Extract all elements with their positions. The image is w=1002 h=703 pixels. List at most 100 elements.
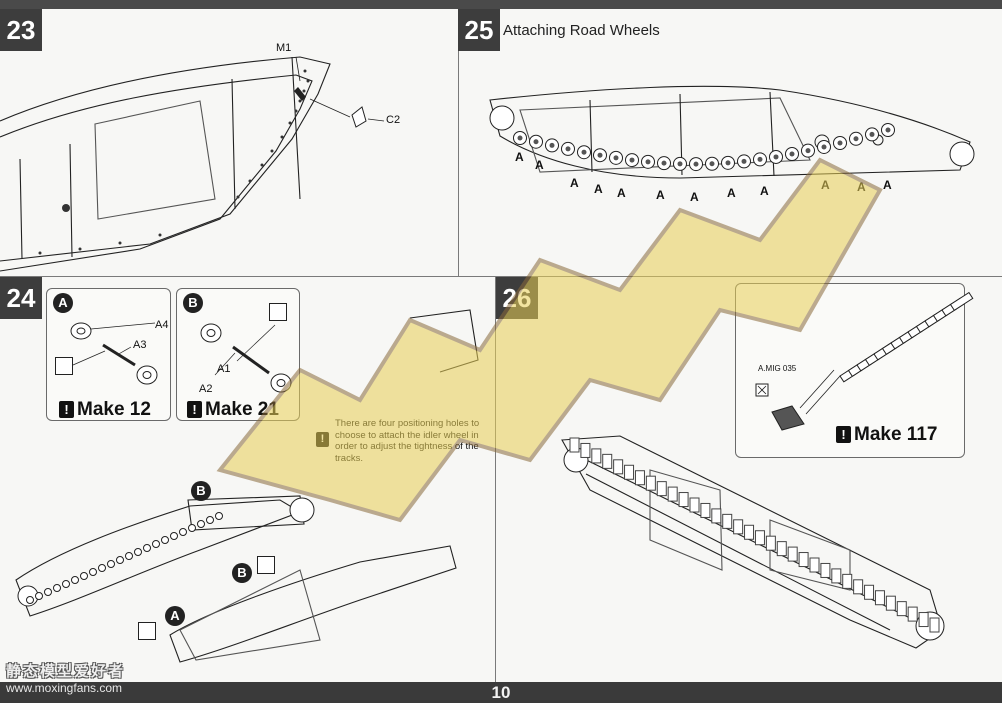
track-link [874, 590, 885, 606]
track-link [602, 453, 613, 469]
exclamation-icon: ! [59, 401, 74, 418]
track-link [569, 437, 580, 453]
track-link [907, 606, 918, 622]
road-wheel-hub [565, 146, 571, 152]
track-link [125, 552, 133, 560]
subassembly-a-make-text: Make 12 [77, 399, 151, 420]
step-24-number: 24 [0, 277, 42, 319]
track-link [624, 464, 635, 480]
road-wheel-part-label: A [656, 188, 665, 202]
track-link [134, 548, 142, 556]
track-link [842, 573, 853, 589]
road-wheel-hub [757, 156, 763, 162]
track-link [656, 481, 667, 497]
track-link [80, 572, 88, 580]
track-link [26, 596, 34, 604]
track-link [700, 502, 711, 518]
track-link [215, 512, 223, 520]
track-link [143, 544, 151, 552]
subassembly-a-make: !Make 12 [59, 399, 151, 421]
subassembly-a-drawing [70, 322, 158, 385]
road-wheel-row [513, 123, 895, 172]
track-link [929, 617, 940, 633]
road-wheel-hub [741, 158, 747, 164]
road-wheel-hub [821, 144, 827, 150]
top-strip [0, 0, 1002, 9]
road-wheel-hub [837, 140, 843, 146]
road-wheel-part-label: A [727, 186, 736, 200]
road-wheel-hub [709, 161, 715, 167]
road-wheel-hub [661, 160, 667, 166]
track-link [918, 612, 929, 628]
track-link [197, 520, 205, 528]
watermark-brand-cn: 静态模型爱好者 [6, 663, 126, 680]
subassembly-a-part-a4: A4 [155, 319, 169, 331]
road-wheel-hub [853, 136, 859, 142]
road-wheel-hub [581, 149, 587, 155]
track-strip [839, 291, 974, 383]
track-links [569, 437, 940, 633]
road-wheel-hub [629, 157, 635, 163]
track-link [765, 535, 776, 551]
road-wheel-hub [789, 151, 795, 157]
road-wheel-hub [549, 142, 555, 148]
step-26-number: 26 [496, 277, 538, 319]
track-link [116, 556, 124, 564]
road-wheel-hub [645, 159, 651, 165]
track-link [896, 601, 907, 617]
track-link [645, 475, 656, 491]
track-link [733, 519, 744, 535]
road-wheel-hub [725, 160, 731, 166]
step-25-number: 25 [458, 9, 500, 51]
road-wheel-part-label: A [570, 176, 579, 190]
callout-b-2: B [232, 563, 252, 583]
step-23-hull-drawing [0, 56, 385, 272]
track-link [820, 562, 831, 578]
road-wheel-hub [693, 161, 699, 167]
road-wheel-hub [885, 127, 891, 133]
subassembly-a-badge: A [53, 293, 73, 313]
road-wheel-part-label: A [760, 184, 769, 198]
subassembly-b-badge: B [183, 293, 203, 313]
road-wheel-hub [517, 135, 523, 141]
track-link [667, 486, 678, 502]
track-link [853, 579, 864, 595]
track-link [678, 492, 689, 508]
track-link [689, 497, 700, 513]
footer-bar [0, 682, 1002, 703]
step-23-number: 23 [0, 9, 42, 51]
track-link [161, 536, 169, 544]
track-link [722, 513, 733, 529]
step-24-assembly-drawing [15, 309, 479, 663]
track-link [754, 530, 765, 546]
track-link [613, 459, 624, 475]
track-links [26, 512, 223, 604]
step-23-part-m1: M1 [276, 42, 292, 54]
road-wheel-part-label: A [515, 150, 524, 164]
road-wheel-part-label: A [594, 182, 603, 196]
track-link [107, 560, 115, 568]
road-wheel-hub [597, 152, 603, 158]
paint-code: A.MIG 035 [758, 364, 797, 373]
track-link [206, 516, 214, 524]
track-link [35, 592, 43, 600]
track-link [53, 584, 61, 592]
exclamation-icon: ! [187, 401, 202, 418]
subassembly-b-part-a2: A2 [199, 383, 213, 395]
track-link [744, 524, 755, 540]
track-link [170, 532, 178, 540]
watermark-url: www.moxingfans.com [6, 681, 123, 695]
road-wheel-hub [677, 161, 683, 167]
track-link [634, 470, 645, 486]
page-number: 10 [491, 683, 511, 702]
step-24-subassembly-a-box: A A4 A3 !Make 12 [46, 288, 171, 421]
track-link [580, 442, 591, 458]
track-link [179, 528, 187, 536]
track-link [152, 540, 160, 548]
callout-b-1: B [191, 481, 211, 501]
track-link [885, 595, 896, 611]
callout-a: A [165, 606, 185, 626]
step-25-road-wheels-drawing [489, 85, 975, 179]
road-wheel-hub [773, 154, 779, 160]
